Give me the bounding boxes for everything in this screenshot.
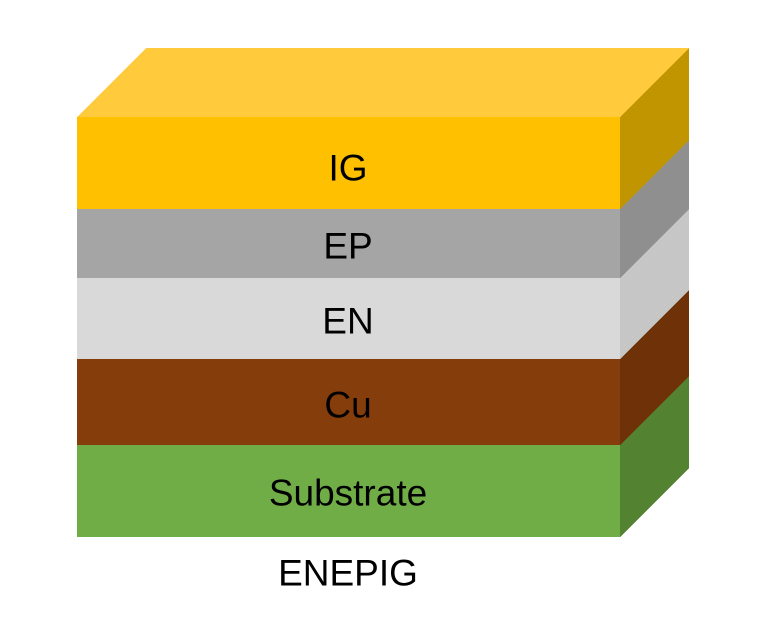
layer-cu: Cu	[77, 290, 689, 445]
ep-side-face	[620, 140, 689, 278]
ig-side-face	[620, 48, 689, 209]
en-front-face	[77, 278, 620, 359]
ig-label: IG	[328, 148, 367, 189]
ep-label: EP	[323, 226, 372, 267]
cu-label: Cu	[324, 385, 371, 426]
substrate-front-face	[77, 445, 620, 537]
cu-side-face	[620, 290, 689, 445]
layer-ep: EP	[77, 140, 689, 278]
en-label: EN	[322, 301, 373, 342]
diagram-caption: ENEPIG	[278, 553, 418, 594]
layer-substrate: Substrate	[77, 376, 689, 537]
layer-en: EN	[77, 209, 689, 359]
substrate-label: Substrate	[269, 473, 427, 514]
substrate-side-face	[620, 376, 689, 537]
cu-front-face	[77, 359, 620, 445]
ig-top-face	[77, 48, 689, 117]
ig-front-face	[77, 117, 620, 209]
layer-ig: IG	[77, 48, 689, 209]
en-side-face	[620, 209, 689, 359]
ep-front-face	[77, 209, 620, 278]
